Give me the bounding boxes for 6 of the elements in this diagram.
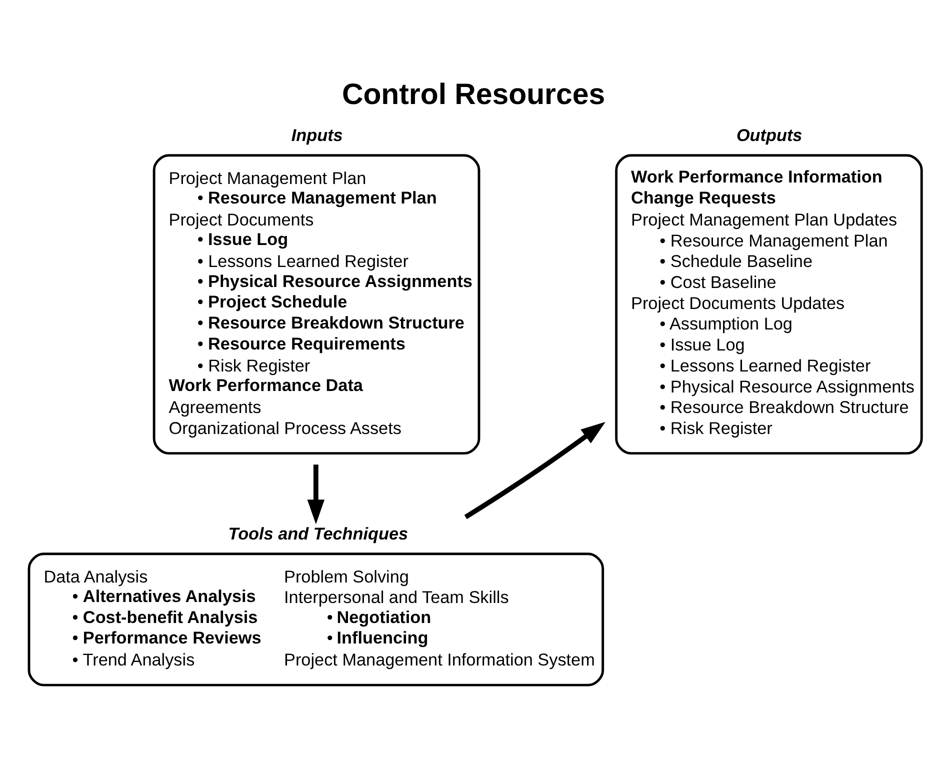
arrow [307,464,325,524]
arrow [464,421,606,519]
diagram-title: Control Resources [342,78,606,111]
node-label: Tools and Techniques [228,522,408,543]
node-label: Inputs [291,124,343,144]
node-label: Outputs [736,124,802,144]
